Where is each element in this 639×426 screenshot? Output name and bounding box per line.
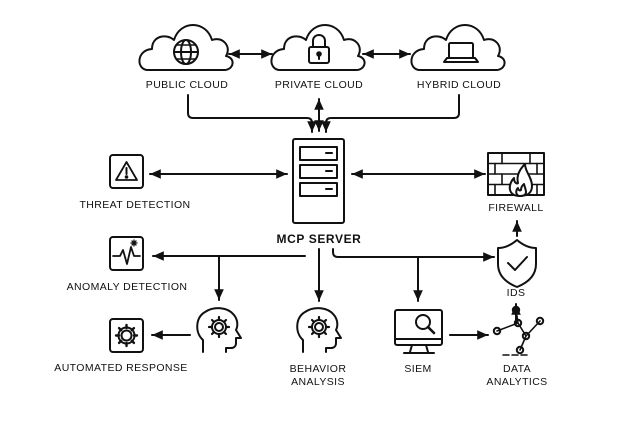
globe-icon <box>173 39 199 65</box>
laptop-icon <box>443 42 479 63</box>
threat-detection-label: THREAT DETECTION <box>79 199 191 211</box>
anomaly-detection-icon <box>109 236 144 271</box>
hybrid-to-server-arrow <box>321 94 460 133</box>
hybrid-cloud-label: HYBRID CLOUD <box>416 79 502 91</box>
ids-label: IDS <box>506 287 526 299</box>
shield-check-icon <box>497 239 537 288</box>
public-cloud-icon <box>138 24 234 71</box>
public-cloud-label: PUBLIC CLOUD <box>145 79 229 91</box>
public-to-server-arrow <box>187 94 317 133</box>
hybrid-cloud-icon <box>410 24 506 71</box>
siem-label: SIEM <box>404 363 432 375</box>
data-network-icon <box>492 305 545 356</box>
head-gear-icon <box>196 307 242 353</box>
data-analytics-label-line2: ANALYTICS <box>486 376 548 388</box>
automated-response-label: AUTOMATED RESPONSE <box>54 362 188 374</box>
firewall-icon <box>487 152 545 197</box>
private-cloud-label: PRIVATE CLOUD <box>274 79 364 91</box>
data-analytics-label-line1: DATA <box>502 363 532 375</box>
monitor-search-icon <box>394 309 443 354</box>
gear-icon <box>114 323 139 348</box>
threat-detection-icon <box>109 154 144 189</box>
anomaly-detection-label: ANOMALY DETECTION <box>66 281 188 293</box>
server-to-ids-arrow <box>332 248 495 262</box>
lock-icon <box>308 34 330 64</box>
behavior-analysis-label-line2: ANALYSIS <box>291 376 345 388</box>
firewall-label: FIREWALL <box>488 202 544 214</box>
behavior-analysis-label-line1: BEHAVIOR <box>289 363 347 375</box>
automated-response-icon <box>109 318 144 353</box>
private-cloud-icon <box>270 24 366 71</box>
behavior-analysis-icon <box>296 307 342 353</box>
mcp-server-label: MCP SERVER <box>276 232 362 246</box>
server-rack-icon <box>292 138 345 224</box>
